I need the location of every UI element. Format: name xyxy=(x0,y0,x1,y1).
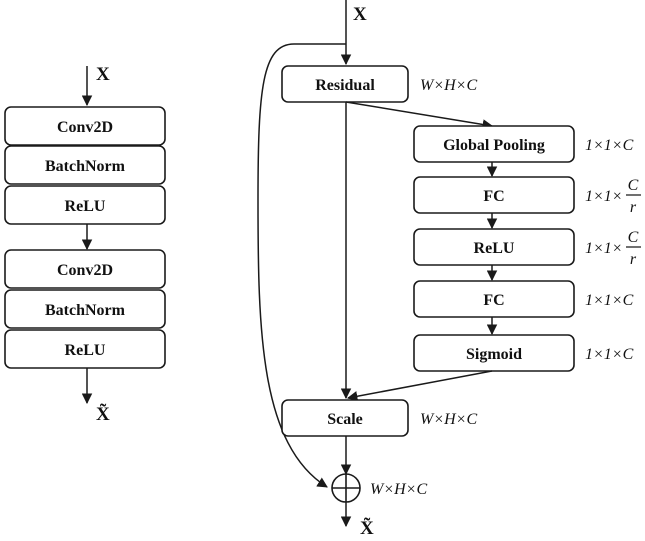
se-output-label: X̃ xyxy=(360,518,374,539)
fc2-box: FC xyxy=(413,280,575,318)
basic-batchnorm-1: BatchNorm xyxy=(4,145,166,185)
basic-conv2d-1-label: Conv2D xyxy=(57,119,113,136)
basic-relu-2-label: ReLU xyxy=(65,342,106,359)
add-icon xyxy=(331,473,361,503)
sigmoid-to-scale-arrow xyxy=(346,370,493,402)
residual-label: Residual xyxy=(315,77,375,94)
relu-dims-prefix: 1×1× xyxy=(585,240,623,257)
add-dims: W×H×C xyxy=(370,481,427,498)
scale-label: Scale xyxy=(327,411,363,428)
basic-relu-1-label: ReLU xyxy=(65,198,106,215)
se-input-label: X xyxy=(353,4,367,25)
relu-dims: 1×1× C r xyxy=(585,229,641,268)
global-pooling-label: Global Pooling xyxy=(443,137,545,154)
residual-to-pooling-arrow xyxy=(345,101,494,130)
residual-box: Residual xyxy=(281,65,409,103)
fc1-dims-numerator: C xyxy=(628,177,639,194)
basic-output-label: X̃ xyxy=(96,404,110,425)
fc1-dims: 1×1× C r xyxy=(585,177,641,216)
basic-relu-2: ReLU xyxy=(4,329,166,369)
global-pooling-box: Global Pooling xyxy=(413,125,575,163)
fc2-label: FC xyxy=(483,292,504,309)
relu-dims-numerator: C xyxy=(628,229,639,246)
relu-dims-denominator: r xyxy=(630,251,637,268)
se-block: X Residual W×H×C Global Pooling 1×1×C FC… xyxy=(257,0,641,539)
sigmoid-label: Sigmoid xyxy=(466,346,522,363)
basic-conv2d-2: Conv2D xyxy=(4,249,166,289)
fc1-dims-prefix: 1×1× xyxy=(585,188,623,205)
global-pooling-dims: 1×1×C xyxy=(585,137,634,154)
basic-batchnorm-2: BatchNorm xyxy=(4,289,166,329)
sigmoid-box: Sigmoid xyxy=(413,334,575,372)
fc1-box: FC xyxy=(413,176,575,214)
fc2-dims: 1×1×C xyxy=(585,292,634,309)
basic-relu-1: ReLU xyxy=(4,185,166,225)
basic-batchnorm-1-label: BatchNorm xyxy=(45,158,126,175)
basic-block: X Conv2D BatchNorm ReLU Conv2D BatchNorm… xyxy=(4,64,166,425)
relu-box: ReLU xyxy=(413,228,575,266)
basic-batchnorm-2-label: BatchNorm xyxy=(45,302,126,319)
relu-label: ReLU xyxy=(474,240,515,257)
residual-dims: W×H×C xyxy=(420,77,477,94)
fc1-dims-denominator: r xyxy=(630,199,637,216)
basic-conv2d-2-label: Conv2D xyxy=(57,262,113,279)
scale-box: Scale xyxy=(281,399,409,437)
basic-conv2d-1: Conv2D xyxy=(4,106,166,146)
scale-dims: W×H×C xyxy=(420,411,477,428)
basic-input-label: X xyxy=(96,64,110,85)
sigmoid-dims: 1×1×C xyxy=(585,346,634,363)
fc1-label: FC xyxy=(483,188,504,205)
